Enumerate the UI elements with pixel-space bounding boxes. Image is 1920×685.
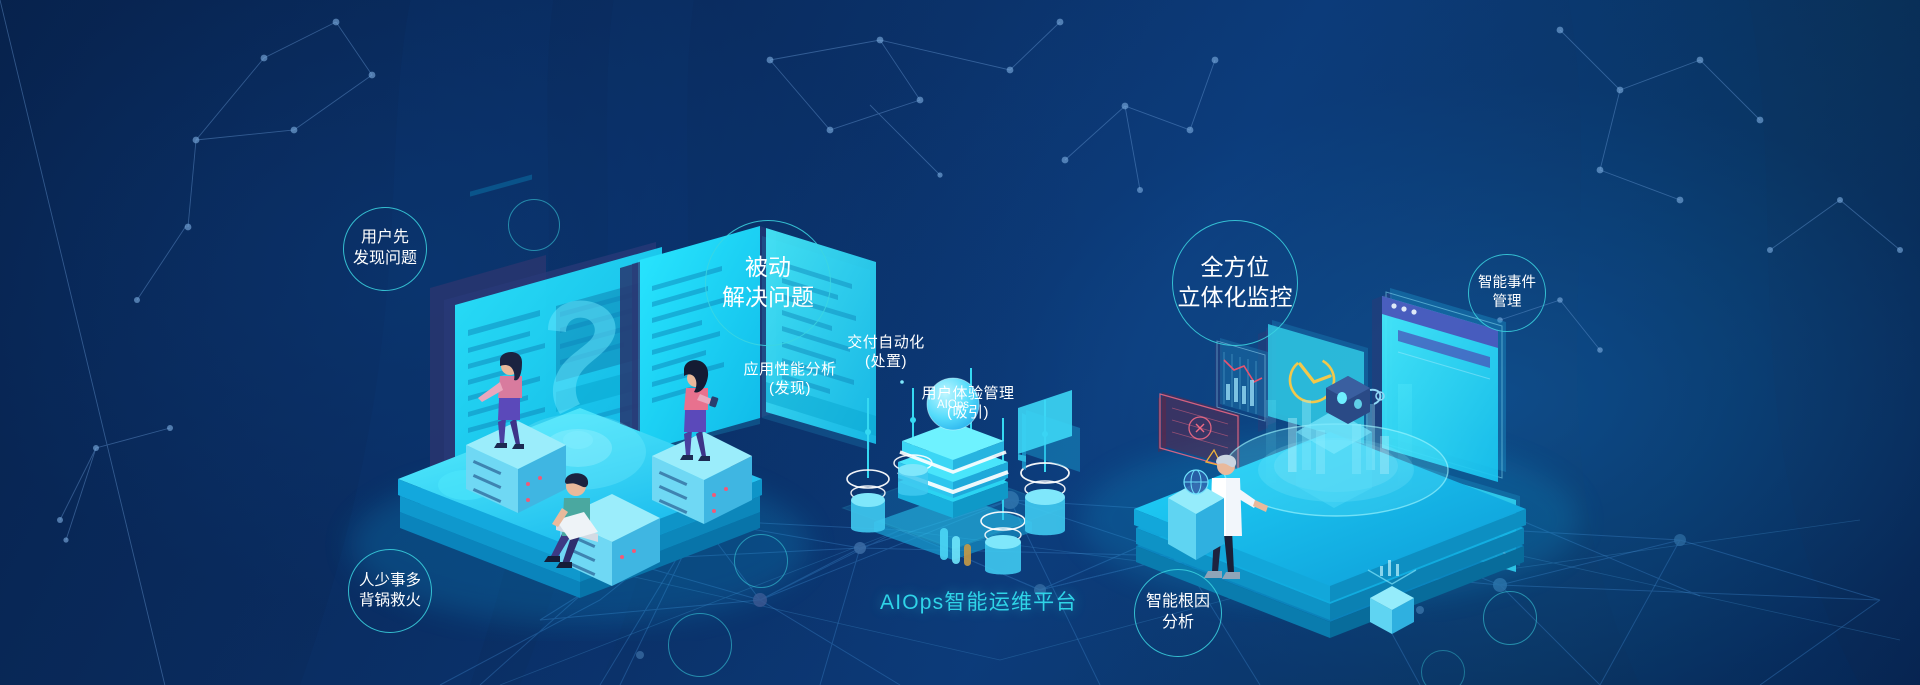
ring-intelligent-root-cause-analysis[interactable]: 智能根因 分析 — [1134, 569, 1222, 657]
core-vials — [940, 528, 971, 566]
ring-passive-problem-solving[interactable]: 被动 解决问题 — [705, 220, 831, 346]
ring-label-few-people-many-things: 人少事多 背锅救火 — [358, 571, 421, 609]
holographic-data-disc — [1223, 376, 1449, 517]
right-panel-browser — [1372, 288, 1506, 482]
bucket-far-left — [846, 469, 890, 533]
ring-label-all-round-3d-monitoring: 全方位 立体化监控 — [1177, 254, 1293, 310]
person-standing-left — [478, 352, 524, 449]
core-floating-panel — [1018, 390, 1080, 472]
ring-intelligent-event-management[interactable]: 智能事件 管理 — [1468, 254, 1546, 332]
ring-deco-ring-lower-left — [668, 613, 732, 677]
ring-deco-ring-top-left — [508, 199, 560, 251]
person-seated-laptop — [544, 473, 598, 568]
ring-label-passive-problem-solving: 被动 解决问题 — [722, 254, 814, 310]
ring-few-people-many-things[interactable]: 人少事多 背锅救火 — [348, 549, 432, 633]
person-standing-right — [680, 360, 719, 461]
bucket-right — [1020, 462, 1070, 536]
globe-icon — [1183, 469, 1209, 495]
core-dot-marker — [900, 380, 904, 384]
constellation-stars — [57, 18, 1903, 543]
bucket-bottom-center — [980, 511, 1026, 575]
clock-icon — [1288, 356, 1336, 404]
robot-head-icon — [1326, 376, 1385, 424]
platform-title: AIOps智能运维平台 — [880, 591, 1078, 614]
ring-all-round-3d-monitoring[interactable]: 全方位 立体化监控 — [1172, 220, 1298, 346]
ring-user-finds-problem[interactable]: 用户先 发现问题 — [343, 207, 427, 291]
ring-deco-ring-bottom-right — [1421, 650, 1465, 685]
ring-deco-ring-lower-right — [1483, 591, 1537, 645]
ring-label-user-finds-problem: 用户先 发现问题 — [352, 229, 417, 267]
aiops-sphere-label: AIOps — [937, 399, 969, 411]
deck-light-beams — [1266, 384, 1412, 492]
right-panel-barchart — [1215, 338, 1268, 422]
ring-label-intelligent-root-cause-analysis: 智能根因 分析 — [1145, 593, 1210, 631]
aiops-core-sphere: AIOps — [926, 377, 980, 431]
ring-deco-ring-mid-bottom — [734, 534, 788, 588]
bucket-left — [893, 454, 933, 496]
ring-label-intelligent-event-management: 智能事件 管理 — [1478, 275, 1536, 310]
server-box-small — [1168, 469, 1224, 560]
server-cube-below — [1367, 560, 1417, 634]
